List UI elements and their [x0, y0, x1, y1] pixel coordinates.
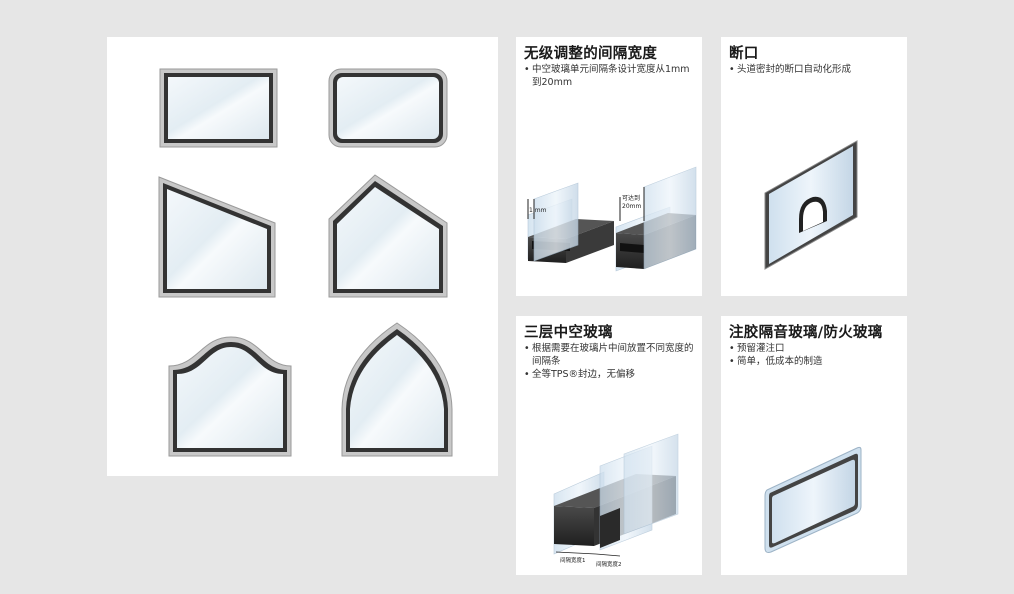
glass-shape-rectangle [159, 68, 278, 148]
triple-glazing-illustration: 间隔宽度1 间隔宽度2 [553, 433, 679, 568]
break-illustration [764, 140, 858, 270]
card-fire-glass: 注胶隔音玻璃/防火玻璃 预留灌注口 简单，低成本的制造 [721, 316, 907, 575]
card-title-triple: 三层中空玻璃 [524, 325, 613, 341]
spacer-width-illustration: 1 mm 可达到 20mm [527, 166, 697, 272]
glass-shape-pentagon [328, 174, 448, 298]
card-bullets-triple: 根据需要在玻璃片中间放置不同宽度的间隔条 全等TPS®封边，无偏移 [524, 342, 696, 381]
bullet-item: 中空玻璃单元间隔条设计宽度从1mm到20mm [524, 63, 696, 89]
glass-shape-gothic-arch [341, 322, 453, 457]
label-min-width: 1 mm [529, 207, 547, 214]
card-spacer-width: 1 mm 可达到 20mm 无级调整的间隔宽度 中空玻璃单元间隔条设计宽度从1m… [516, 37, 702, 296]
glass-shape-rounded-rectangle [328, 68, 448, 148]
card-title-break: 断口 [729, 46, 759, 62]
label-max-width-line2: 20mm [622, 203, 641, 210]
wide-spacer-unit [615, 166, 697, 272]
narrow-spacer-unit [527, 182, 614, 263]
glass-shapes-illustration [158, 68, 453, 457]
glass-shapes-panel [107, 37, 498, 476]
bullet-item: 预留灌注口 [729, 342, 901, 355]
card-title-spacer: 无级调整的间隔宽度 [524, 46, 658, 62]
bullet-item: 全等TPS®封边，无偏移 [524, 368, 696, 381]
glass-pane-with-opening [764, 140, 858, 270]
card-break: 断口 头道密封的断口自动化形成 [721, 37, 907, 296]
fire-glass-illustration [764, 446, 862, 553]
label-spacer-a: 间隔宽度1 [560, 556, 586, 564]
laminated-glass-pane [764, 446, 862, 553]
card-title-fire: 注胶隔音玻璃/防火玻璃 [729, 325, 883, 341]
card-triple-glazing: 间隔宽度1 间隔宽度2 三层中空玻璃 根据需要在玻璃片中间放置不同宽度的间隔条 … [516, 316, 702, 575]
card-bullets-break: 头道密封的断口自动化形成 [729, 63, 901, 76]
label-max-width-line1: 可达到 [622, 194, 640, 202]
bullet-item: 头道密封的断口自动化形成 [729, 63, 901, 76]
bullet-item: 简单，低成本的制造 [729, 355, 901, 368]
card-bullets-spacer: 中空玻璃单元间隔条设计宽度从1mm到20mm [524, 63, 696, 89]
glass-shape-arched-top [168, 336, 292, 457]
label-spacer-b: 间隔宽度2 [596, 560, 622, 568]
bullet-item: 根据需要在玻璃片中间放置不同宽度的间隔条 [524, 342, 696, 368]
glass-shape-trapezoid [158, 176, 276, 298]
triple-glazing-unit [553, 433, 679, 557]
card-bullets-fire: 预留灌注口 简单，低成本的制造 [729, 342, 901, 368]
